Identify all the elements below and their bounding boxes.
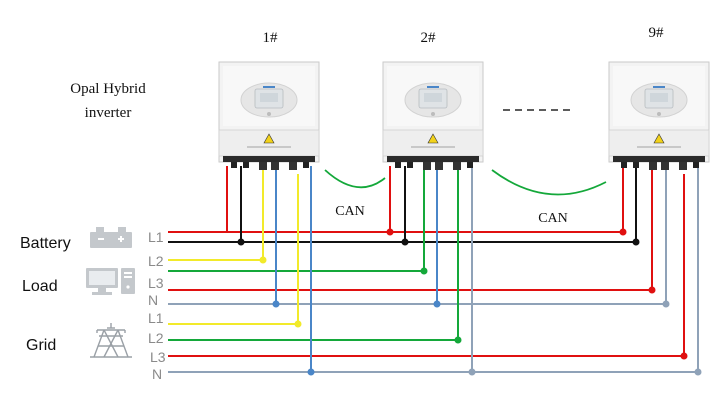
junction-dot xyxy=(454,336,462,344)
bus-label-grid-l1: L1 xyxy=(148,310,164,326)
bus-label-battery-l1: L1 xyxy=(148,229,164,245)
inverter-label-2: 2# xyxy=(421,30,437,46)
junction-dot xyxy=(433,300,441,308)
group-label-load: Load xyxy=(22,278,58,295)
battery-icon xyxy=(90,227,132,248)
bus-label-grid-l3: L3 xyxy=(150,349,166,365)
junction-dots xyxy=(237,228,702,376)
can-label-1: CAN xyxy=(335,204,365,219)
inverter-2 xyxy=(382,61,484,171)
diagram-title-line1: Opal Hybrid xyxy=(70,81,146,97)
bus-label-grid-n: N xyxy=(152,366,162,382)
can-cable-2-9 xyxy=(491,169,607,196)
diagram-title-line2: inverter xyxy=(85,105,132,121)
bus-label-load-l2: L2 xyxy=(148,253,164,269)
computer-icon xyxy=(86,268,135,295)
junction-dot xyxy=(386,228,394,236)
can-cable-1-2 xyxy=(324,169,386,189)
group-label-battery: Battery xyxy=(20,235,71,252)
group-label-grid: Grid xyxy=(26,337,56,354)
inverter-label-1: 1# xyxy=(263,30,279,46)
junction-dot xyxy=(272,300,280,308)
junction-dot xyxy=(401,238,409,246)
inverter-9 xyxy=(608,61,710,171)
junction-dot xyxy=(619,228,627,236)
junction-dot xyxy=(420,267,428,275)
inverter-1 xyxy=(218,61,320,171)
bus-label-load-l3: L3 xyxy=(148,275,164,291)
junction-dot xyxy=(468,368,476,376)
bus-label-grid-l2: L2 xyxy=(148,330,164,346)
inverter-label-9: 9# xyxy=(649,25,665,41)
junction-dot xyxy=(294,320,302,328)
bus-label-load-n: N xyxy=(148,292,158,308)
junction-dot xyxy=(680,352,688,360)
junction-dot xyxy=(632,238,640,246)
junction-dot xyxy=(259,256,267,264)
can-label-2: CAN xyxy=(538,211,568,226)
power-tower-icon xyxy=(90,323,132,358)
junction-dot xyxy=(307,368,315,376)
junction-dot xyxy=(694,368,702,376)
junction-dot xyxy=(648,286,656,294)
junction-dot xyxy=(237,238,245,246)
junction-dot xyxy=(662,300,670,308)
